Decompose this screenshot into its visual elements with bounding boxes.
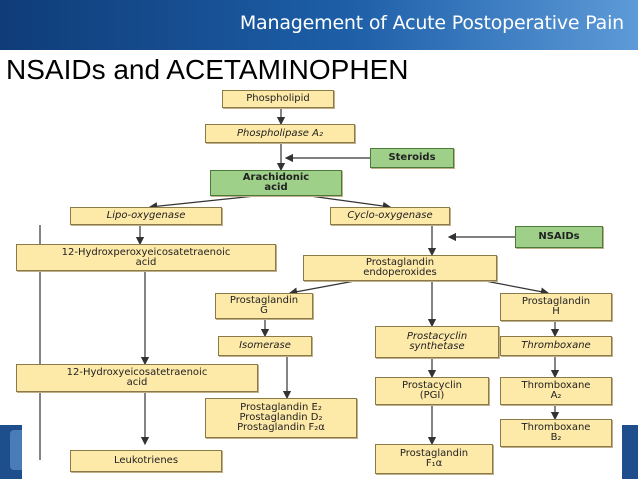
- node-nsaids-inhibitor: NSAIDs: [515, 226, 603, 248]
- slide-title: NSAIDs and ACETAMINOPHEN: [6, 54, 409, 85]
- arrow-endoperoxides-pg-h: [479, 279, 550, 296]
- arrow-arachidonic-cyclooxygenase: [309, 195, 392, 211]
- node-thromboxane-a2: Thromboxane A₂: [500, 377, 612, 405]
- banner-title: Management of Acute Postoperative Pain: [239, 12, 624, 34]
- node-endoperoxides: Prostaglandin endoperoxides: [303, 255, 497, 281]
- arrow-endoperoxides-pg-g: [288, 279, 361, 296]
- node-prostaglandin-h: Prostaglandin H: [500, 293, 612, 321]
- node-prostaglandin-g: Prostaglandin G: [215, 293, 313, 319]
- arrow-arachidonic-lipoxygenase: [148, 195, 256, 211]
- node-isomerase: Isomerase: [218, 336, 312, 356]
- node-phospholipid: Phospholipid: [222, 90, 334, 108]
- node-thromboxane-synthase: Thromboxane: [500, 336, 612, 356]
- node-hete: 12-Hydroxyeicosatetraenoic acid: [16, 364, 258, 392]
- node-prostacyclin-pgi: Prostacyclin (PGI): [375, 377, 489, 405]
- node-prostaglandin-f1a: Prostaglandin F₁α: [375, 444, 493, 474]
- node-prostaglandins-edf: Prostaglandin E₂ Prostaglandin D₂ Prosta…: [205, 398, 357, 438]
- node-leukotrienes: Leukotrienes: [70, 450, 222, 472]
- node-steroids-inhibitor: Steroids: [370, 148, 454, 168]
- node-phospholipase: Phospholipase A₂: [205, 124, 355, 143]
- node-prostacyclin-synthetase: Prostacyclin synthetase: [375, 326, 499, 358]
- header-banner: Management of Acute Postoperative Pain: [0, 0, 638, 50]
- node-thromboxane-b2: Thromboxane B₂: [500, 419, 612, 447]
- node-arachidonic-acid: Arachidonic acid: [210, 170, 342, 196]
- node-lipoxygenase: Lipo-oxygenase: [70, 207, 222, 225]
- node-cyclooxygenase: Cyclo-oxygenase: [330, 207, 450, 225]
- node-hpete: 12-Hydroxperoxyeicosatetraenoic acid: [16, 244, 276, 271]
